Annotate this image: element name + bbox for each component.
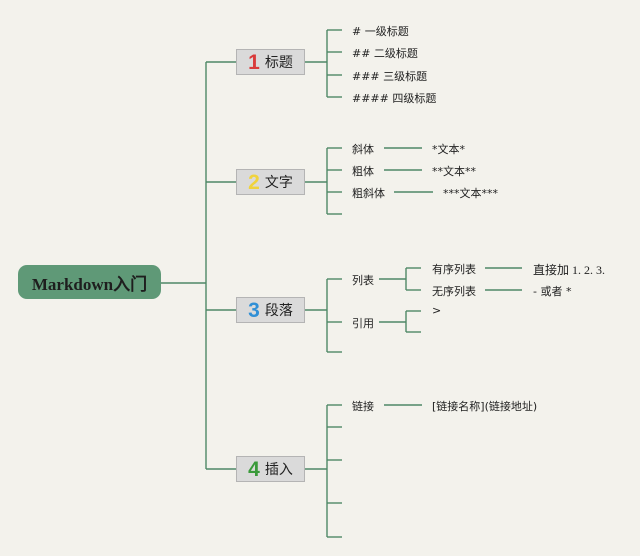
heading-h3[interactable]: ### 三级标题 (352, 70, 428, 83)
text-bold[interactable]: 粗体 (352, 165, 374, 178)
root-label: Markdown入门 (31, 274, 148, 294)
branch-text[interactable]: 2 文字 (236, 169, 305, 195)
paragraph-unordered-syntax[interactable]: - 或者 * (533, 285, 572, 298)
text-bold-italic-syntax[interactable]: ***文本*** (443, 187, 498, 200)
text-italic-syntax[interactable]: *文本* (432, 143, 465, 156)
branch-label-paragraph: 段落 (264, 303, 293, 319)
branch-number-3: 3 (248, 298, 260, 322)
paragraph-quote-syntax[interactable]: > (432, 304, 442, 317)
root-node[interactable]: Markdown入门 (18, 265, 161, 299)
text-bold-syntax[interactable]: **文本** (432, 165, 476, 178)
branch-number-2: 2 (248, 170, 260, 194)
heading-h1[interactable]: # 一级标题 (352, 25, 409, 38)
paragraph-list[interactable]: 列表 (352, 274, 374, 287)
paragraph-ordered-syntax[interactable]: 直接加 1. 2. 3. (533, 263, 606, 277)
branch-label-text: 文字 (264, 175, 293, 191)
text-bold-italic[interactable]: 粗斜体 (352, 187, 385, 200)
paragraph-unordered-list[interactable]: 无序列表 (432, 285, 476, 298)
heading-h4[interactable]: #### 四级标题 (352, 92, 437, 105)
branch-paragraph[interactable]: 3 段落 (236, 297, 305, 323)
branch-headings[interactable]: 1 标题 (236, 49, 305, 75)
branch-number-4: 4 (248, 457, 260, 481)
text-italic[interactable]: 斜体 (352, 143, 374, 156)
insert-link-syntax[interactable]: [链接名称](链接地址) (432, 400, 538, 413)
branch-insert[interactable]: 4 插入 (236, 456, 305, 482)
paragraph-ordered-list[interactable]: 有序列表 (432, 263, 476, 276)
branch-label-insert: 插入 (264, 462, 293, 478)
heading-h2[interactable]: ## 二级标题 (352, 47, 418, 60)
paragraph-quote[interactable]: 引用 (352, 317, 374, 330)
branch-number-1: 1 (248, 50, 260, 74)
branch-label-headings: 标题 (264, 55, 293, 71)
insert-link[interactable]: 链接 (352, 400, 374, 413)
